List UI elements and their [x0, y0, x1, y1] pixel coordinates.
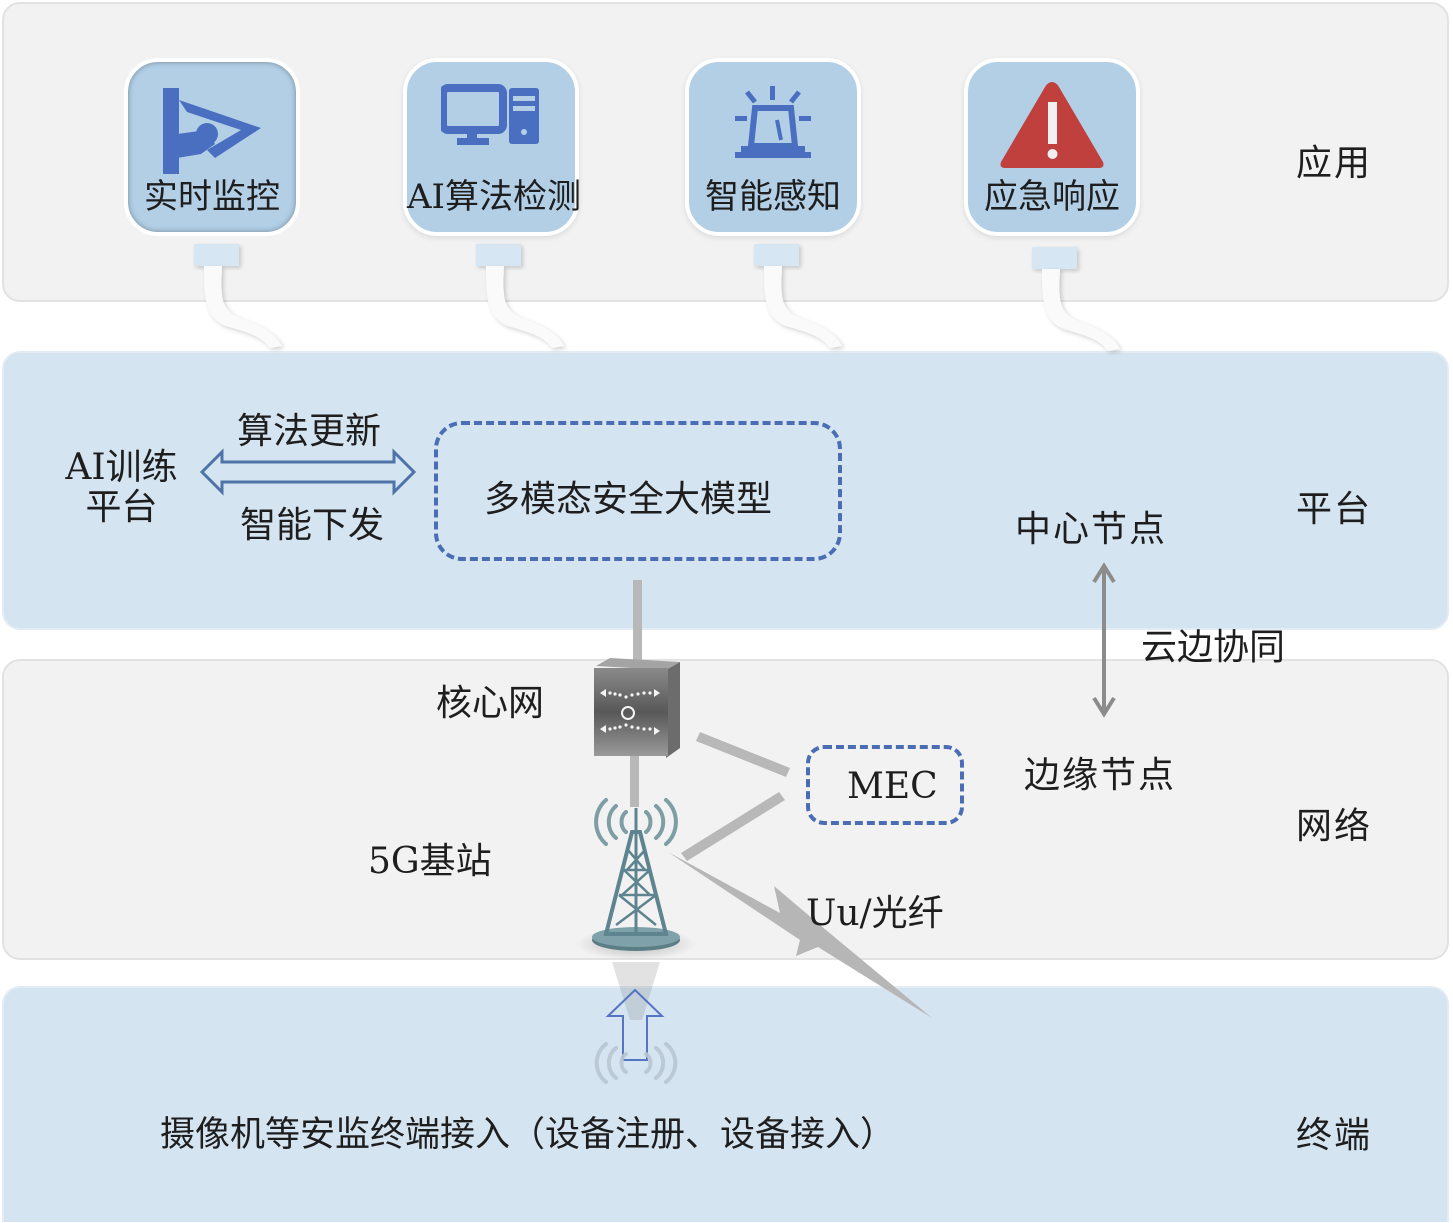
ai-training-platform: AI训练 平台: [64, 448, 179, 528]
app-tile-emergency-response[interactable]: 应急响应: [964, 58, 1140, 236]
mec-label: MEC: [847, 766, 938, 807]
layer-label-terminal: 终端: [1296, 1115, 1373, 1156]
edge-node-label: 边缘节点: [1024, 755, 1177, 796]
app-tile-label: AI算法检测: [407, 177, 581, 217]
connector-3: [754, 244, 842, 348]
connector-4: [1032, 247, 1120, 351]
app-tile-realtime-monitoring[interactable]: 实时监控: [124, 58, 300, 236]
terminal-layer: [2, 986, 1449, 1222]
algorithm-update-label: 算法更新: [237, 411, 382, 452]
app-tile-label: 实时监控: [144, 177, 280, 217]
computer-icon: [441, 84, 539, 145]
connector-2: [476, 244, 564, 348]
network-layer: [2, 659, 1449, 960]
layer-label-application: 应用: [1296, 143, 1373, 184]
connector-1: [194, 244, 282, 348]
app-connectors: [194, 244, 1120, 351]
base-station-label: 5G基站: [368, 841, 492, 882]
app-tile-label: 应急响应: [984, 177, 1120, 217]
multimodal-model-label: 多模态安全大模型: [484, 479, 773, 520]
app-tile-ai-detection[interactable]: AI算法检测: [403, 58, 581, 236]
mec-box[interactable]: [806, 745, 964, 825]
intelligent-dispatch-label: 智能下发: [240, 505, 385, 546]
layer-label-platform: 平台: [1296, 489, 1373, 530]
multimodal-model-box[interactable]: [434, 421, 842, 561]
center-node-label: 中心节点: [1015, 509, 1168, 550]
terminal-access-text: 摄像机等安监终端接入（设备注册、设备接入）: [160, 1115, 896, 1155]
cloud-edge-collaboration-label: 云边协同: [1141, 627, 1286, 668]
app-tile-label: 智能感知: [705, 177, 841, 217]
core-network-label: 核心网: [436, 683, 545, 724]
ai-training-platform-line2: 平台: [85, 487, 158, 528]
app-tile-smart-sensing[interactable]: 智能感知: [685, 58, 861, 236]
surveillance-camera-icon: [163, 88, 261, 174]
ai-training-platform-line1: AI训练: [65, 447, 178, 488]
warning-triangle-icon: [1000, 82, 1104, 168]
layer-label-network: 网络: [1296, 806, 1373, 847]
uu-fiber-label: Uu/光纤: [806, 893, 944, 934]
alarm-light-icon: [735, 86, 811, 158]
